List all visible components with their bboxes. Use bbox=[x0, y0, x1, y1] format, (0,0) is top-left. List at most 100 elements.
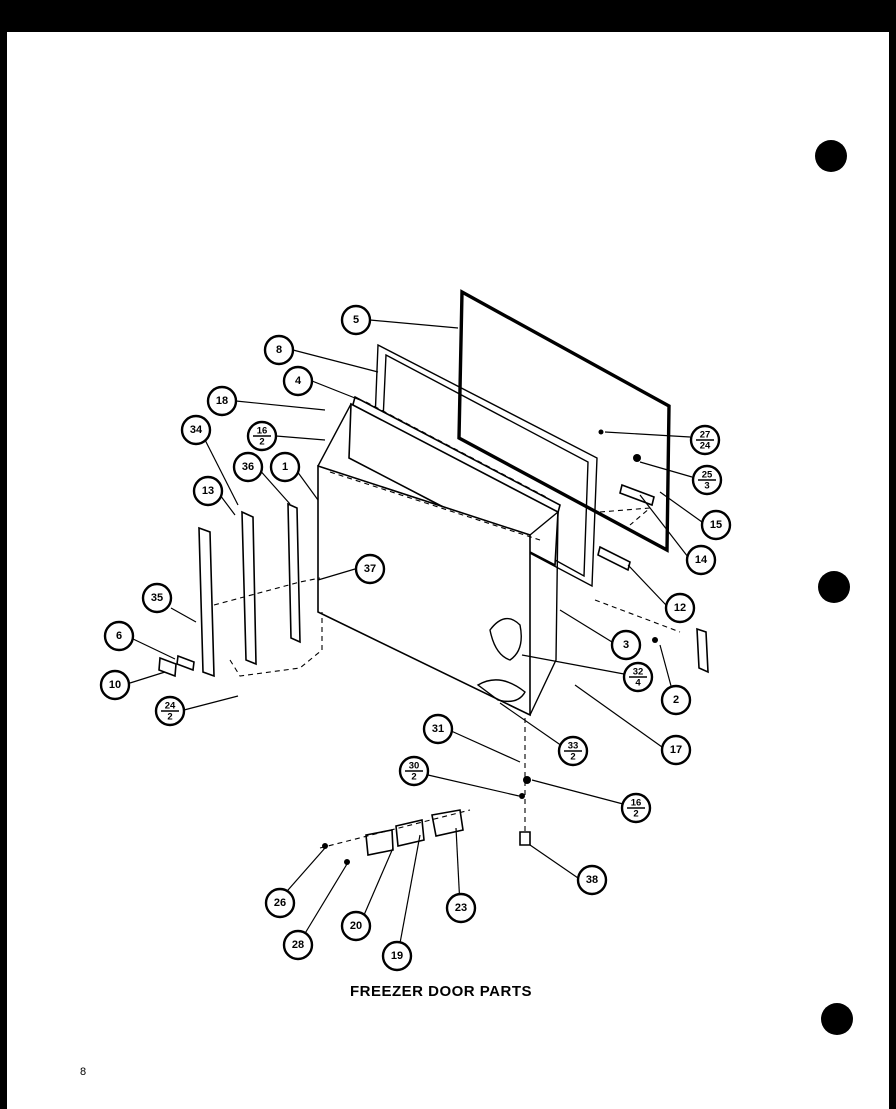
callout-31: 31 bbox=[422, 713, 454, 745]
callout-15: 15 bbox=[700, 509, 732, 541]
diagram-title: FREEZER DOOR PARTS bbox=[349, 983, 533, 1000]
punch-hole-top bbox=[815, 140, 847, 172]
callout-3: 3 bbox=[610, 629, 642, 661]
callout-32-4: 324 bbox=[622, 661, 654, 693]
callout-37-label: 37 bbox=[364, 563, 376, 575]
callout-17-label: 17 bbox=[670, 744, 682, 756]
callout-14: 14 bbox=[685, 544, 717, 576]
callout-24-2-den: 2 bbox=[167, 712, 172, 723]
punch-hole-bottom bbox=[821, 1003, 853, 1035]
callout-5-label: 5 bbox=[353, 314, 359, 326]
lower-hinge-screw bbox=[519, 793, 525, 799]
callout-14-label: 14 bbox=[695, 554, 708, 566]
callout-26-label: 26 bbox=[274, 897, 286, 909]
callout-12: 12 bbox=[664, 592, 696, 624]
punch-hole-middle bbox=[818, 571, 850, 603]
callout-20: 20 bbox=[340, 910, 372, 942]
door-panel-top-edge bbox=[317, 403, 559, 716]
callout-27-24-den: 24 bbox=[700, 441, 711, 452]
callout-32-4-den: 4 bbox=[635, 678, 641, 689]
callout-37: 37 bbox=[354, 553, 386, 585]
callout-24-2-num: 24 bbox=[165, 701, 176, 712]
callout-34-label: 34 bbox=[190, 424, 203, 436]
callout-16-2-bottom-num: 16 bbox=[631, 798, 642, 809]
hinge-screw bbox=[633, 454, 641, 462]
callout-35: 35 bbox=[141, 582, 173, 614]
callout-5: 5 bbox=[340, 304, 372, 336]
callouts: 5 8 4 18 162 34 36 1 13 37 35 6 10 242 2… bbox=[99, 304, 732, 972]
callout-6: 6 bbox=[103, 620, 135, 652]
callout-12-label: 12 bbox=[674, 602, 686, 614]
callout-38: 38 bbox=[576, 864, 608, 896]
callout-19: 19 bbox=[381, 940, 413, 972]
gasket-screw bbox=[598, 429, 604, 435]
callout-38-label: 38 bbox=[586, 874, 598, 886]
hinge-leaf bbox=[365, 829, 394, 856]
callout-25-3-den: 3 bbox=[704, 481, 709, 492]
callout-23: 23 bbox=[445, 892, 477, 924]
callout-24-2: 242 bbox=[154, 695, 186, 727]
lower-right-bracket bbox=[696, 627, 709, 674]
callout-1-label: 1 bbox=[282, 461, 288, 473]
callout-20-label: 20 bbox=[350, 920, 362, 932]
door-gasket bbox=[457, 289, 671, 553]
callout-4-label: 4 bbox=[295, 375, 302, 387]
door-panel-back bbox=[348, 402, 559, 567]
callout-30-2: 302 bbox=[398, 755, 430, 787]
callout-28-label: 28 bbox=[292, 939, 304, 951]
leader-lines bbox=[129, 319, 703, 955]
callout-10-label: 10 bbox=[109, 679, 121, 691]
callout-35-label: 35 bbox=[151, 592, 163, 604]
callout-34: 34 bbox=[180, 414, 212, 446]
callout-19-label: 19 bbox=[391, 950, 403, 962]
callout-13-label: 13 bbox=[202, 485, 214, 497]
callout-27-24-num: 27 bbox=[700, 430, 711, 441]
callout-33-2-den: 2 bbox=[570, 752, 575, 763]
callout-30-2-num: 30 bbox=[409, 761, 420, 772]
callout-6-label: 6 bbox=[116, 630, 122, 642]
spacer-block bbox=[176, 654, 195, 672]
callout-16-2-top: 162 bbox=[246, 420, 278, 452]
callout-33-2: 332 bbox=[557, 735, 589, 767]
callout-25-3-num: 25 bbox=[702, 470, 713, 481]
callout-31-label: 31 bbox=[432, 723, 444, 735]
door-handle-cutout bbox=[489, 617, 522, 661]
callout-2: 2 bbox=[660, 684, 692, 716]
callout-15-label: 15 bbox=[710, 519, 722, 531]
hinge-bracket-mid bbox=[241, 510, 257, 666]
callout-33-2-num: 33 bbox=[568, 741, 579, 752]
callout-18-label: 18 bbox=[216, 395, 228, 407]
callout-2-label: 2 bbox=[673, 694, 679, 706]
callout-17: 17 bbox=[660, 734, 692, 766]
callout-3-label: 3 bbox=[623, 639, 629, 651]
callout-8-label: 8 bbox=[276, 344, 282, 356]
hinge-plate bbox=[395, 819, 425, 847]
callout-23-label: 23 bbox=[455, 902, 467, 914]
callout-16-2-bottom-den: 2 bbox=[633, 809, 638, 820]
callout-36: 36 bbox=[232, 451, 264, 483]
callout-13: 13 bbox=[192, 475, 224, 507]
lower-hinge-cap bbox=[519, 831, 531, 846]
callout-25-3: 253 bbox=[691, 464, 723, 496]
door-rod bbox=[597, 545, 631, 572]
hinge-bracket-left bbox=[198, 526, 215, 678]
callout-16-2-bottom: 162 bbox=[620, 792, 652, 824]
hinge-bracket-bottom bbox=[431, 809, 464, 837]
top-hinge bbox=[619, 483, 655, 507]
page-number: 8 bbox=[80, 1066, 87, 1078]
callout-8: 8 bbox=[263, 334, 295, 366]
callout-16-2-top-num: 16 bbox=[257, 426, 268, 437]
callout-4: 4 bbox=[282, 365, 314, 397]
callout-18: 18 bbox=[206, 385, 238, 417]
stop-block bbox=[158, 656, 177, 678]
lower-hinge-pin bbox=[523, 776, 531, 784]
callout-36-label: 36 bbox=[242, 461, 254, 473]
callout-28: 28 bbox=[282, 929, 314, 961]
callout-30-2-den: 2 bbox=[411, 772, 416, 783]
callout-26: 26 bbox=[264, 887, 296, 919]
hinge-bracket-strip bbox=[287, 502, 301, 644]
callout-16-2-top-den: 2 bbox=[259, 437, 264, 448]
